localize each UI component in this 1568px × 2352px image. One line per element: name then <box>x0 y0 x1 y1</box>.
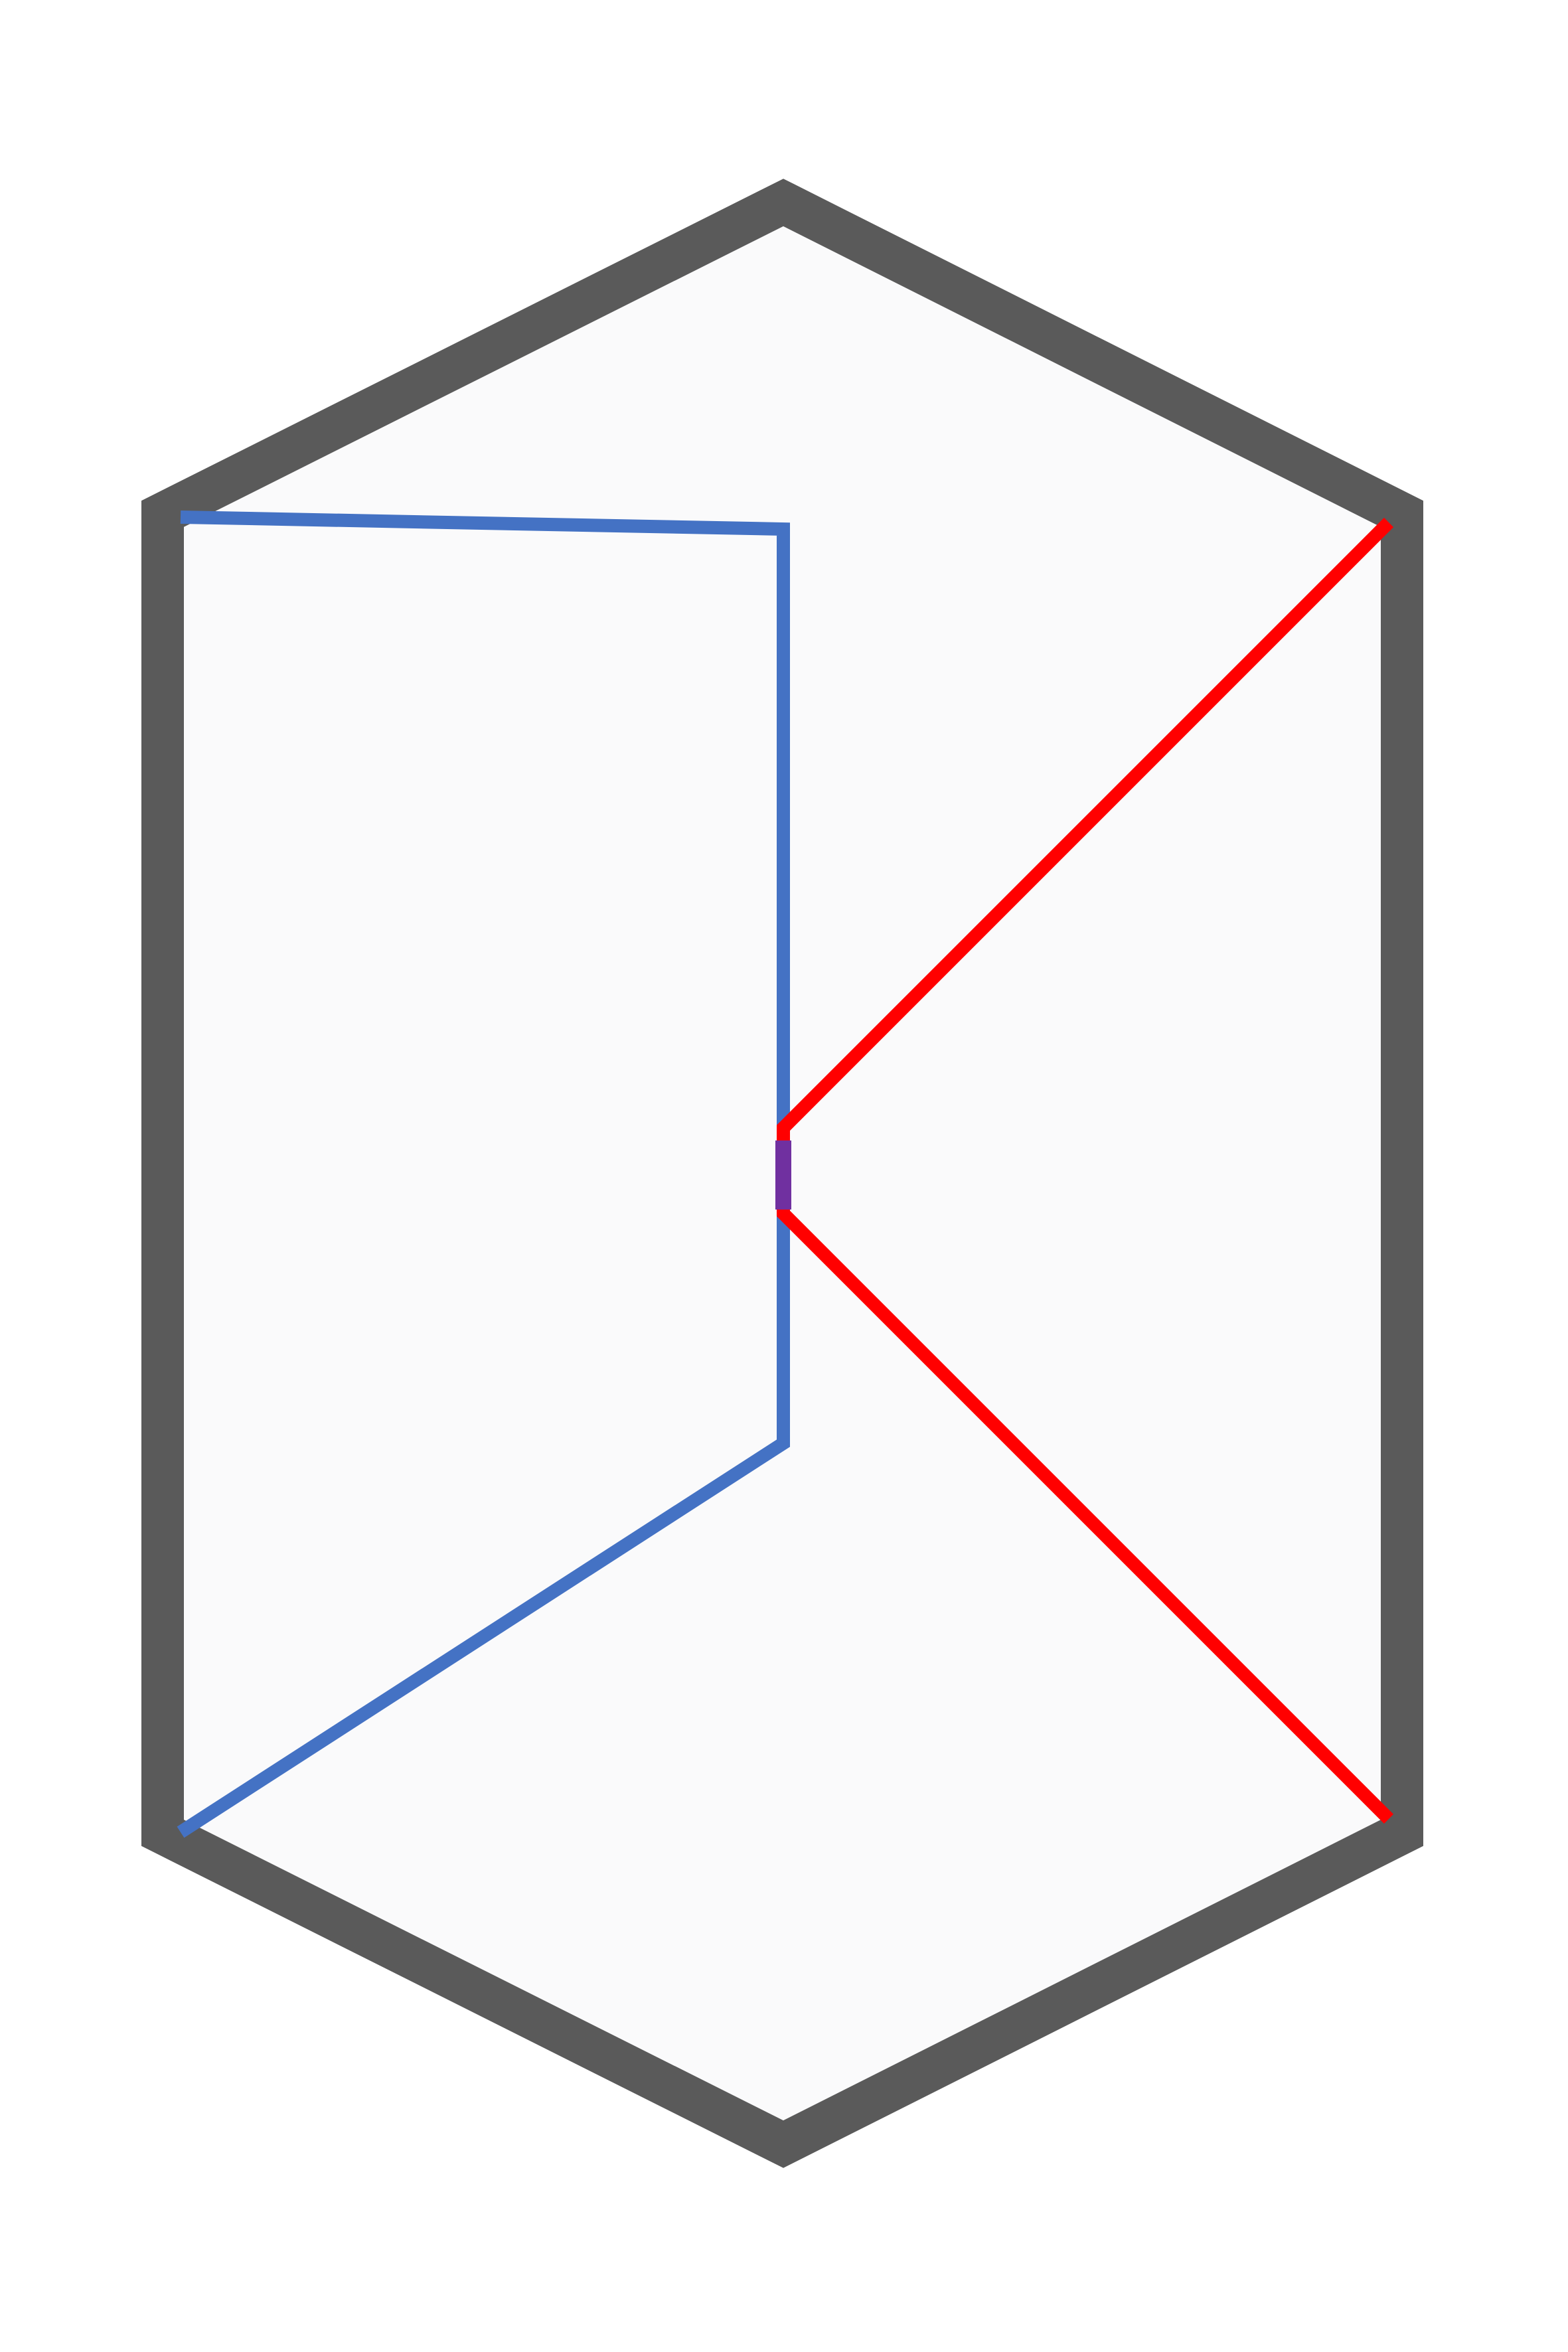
blue-path <box>177 510 790 1838</box>
